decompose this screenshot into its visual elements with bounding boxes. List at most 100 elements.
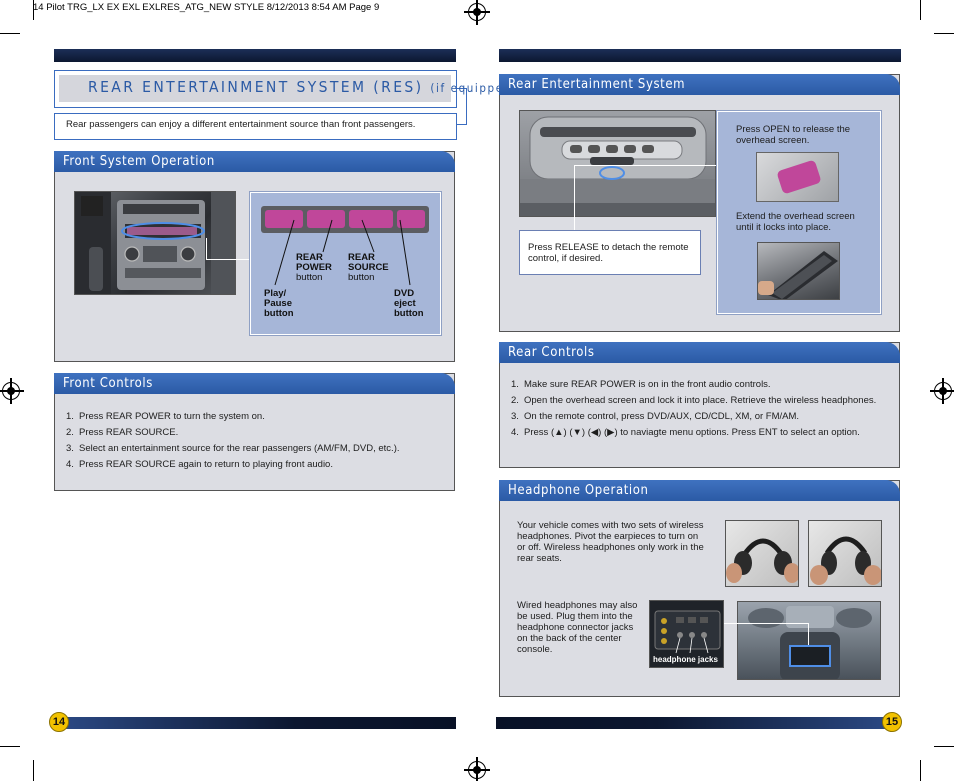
connector-line (724, 623, 808, 624)
list-item: 2. Press REAR SOURCE. (66, 427, 446, 438)
registration-mark (930, 378, 954, 404)
step-text: Press REAR SOURCE. (79, 427, 179, 438)
step-text: Press REAR POWER to turn the system on. (79, 411, 265, 422)
page-title-suffix: (if equipped) (430, 81, 518, 95)
rear-controls-panel (499, 342, 900, 468)
label-rear-source-title: REAR SOURCE (348, 252, 389, 273)
step-text: Open the overhead screen and lock it int… (524, 395, 877, 406)
step-number: 4. (511, 427, 519, 438)
crop-mark (33, 760, 34, 781)
step-number: 1. (511, 379, 519, 390)
list-item: 1. Make sure REAR POWER is on in the fron… (511, 379, 891, 390)
step-text: On the remote control, press DVD/AUX, CD… (524, 411, 800, 422)
dvd-eject-button[interactable] (397, 210, 425, 228)
registration-mark (0, 378, 24, 404)
step-number: 3. (66, 443, 74, 454)
list-item: 1. Press REAR POWER to turn the system on… (66, 411, 446, 422)
label-rear-power-title: REAR POWER (296, 252, 332, 273)
intro-text: Rear passengers can enjoy a different en… (66, 119, 416, 130)
front-controls-heading: Front Controls (54, 373, 455, 394)
overhead-console-illustration (520, 116, 715, 216)
registration-mark (464, 757, 490, 781)
step-number: 2. (511, 395, 519, 406)
arrow-left-icon: (◀) (587, 427, 602, 438)
crop-mark (934, 746, 954, 747)
list-item: 2. Open the overhead screen and lock it i… (511, 395, 891, 406)
center-console-photo (737, 601, 881, 680)
overhead-console-photo (519, 110, 716, 217)
step-number: 1. (66, 411, 74, 422)
label-rear-source-sub: button (348, 272, 375, 283)
step-text: Make sure REAR POWER is on in the front … (524, 379, 771, 390)
rear-controls-list: 1. Make sure REAR POWER is on in the fron… (511, 379, 891, 443)
rear-controls-heading: Rear Controls (499, 342, 900, 363)
rear-power-button[interactable] (307, 210, 345, 228)
arrow-up-icon: (▲) (550, 427, 567, 438)
page-number-right: 15 (882, 712, 902, 732)
play-pause-button[interactable] (265, 210, 303, 228)
headphone-jacks-photo (649, 600, 724, 668)
dashboard-illustration (75, 192, 235, 294)
intro-box (54, 113, 457, 140)
front-system-heading: Front System Operation (54, 151, 455, 172)
headphone-jacks-label: headphone jacks (653, 655, 718, 664)
console-illustration (748, 606, 872, 679)
open-button[interactable] (776, 159, 822, 195)
list-item: 4. Press REAR SOURCE again to return to p… (66, 459, 446, 470)
label-rear-source: REAR SOURCE button (348, 253, 396, 283)
connector-line (574, 165, 718, 166)
page-title: REAR ENTERTAINMENT SYSTEM (RES) (if equi… (88, 78, 517, 96)
left-top-bar (54, 49, 456, 62)
label-rear-power-sub: button (296, 272, 323, 283)
headphone-heading: Headphone Operation (499, 480, 900, 501)
step-text: Select an entertainment source for the r… (79, 443, 400, 454)
wireless-headphones-photo-1 (725, 520, 799, 587)
print-slug: 14 Pilot TRG_LX EX EXL EXLRES_ATG_NEW ST… (33, 2, 380, 13)
arrow-right-icon: (▶) (603, 427, 618, 438)
title-bracket (456, 88, 467, 125)
rear-source-button[interactable] (349, 210, 393, 228)
crop-mark (33, 0, 34, 20)
crop-mark (934, 33, 954, 34)
title-bar (59, 75, 451, 102)
crop-mark (0, 33, 20, 34)
list-item: 4.Press (▲) (▼) (◀) (▶) to naviagte menu… (511, 427, 891, 438)
page-number-left: 14 (49, 712, 69, 732)
crop-mark (0, 746, 20, 747)
arrow-down-icon: (▼) (569, 427, 586, 438)
screen-extend-illustration (758, 251, 838, 299)
title-frame (54, 70, 457, 108)
connector-line (206, 259, 250, 260)
page-title-main: REAR ENTERTAINMENT SYSTEM (RES) (88, 78, 424, 96)
res-heading: Rear Entertainment System (499, 74, 900, 95)
crop-mark (920, 0, 921, 20)
jacks-illustration (654, 610, 721, 654)
right-bottom-bar (496, 717, 898, 729)
step-number: 2. (66, 427, 74, 438)
wireless-text: Your vehicle comes with two sets of wire… (517, 520, 704, 564)
callout-leader-lines (274, 219, 411, 286)
headphones-illustration (726, 538, 798, 583)
step-text: Press REAR SOURCE again to return to pla… (79, 459, 333, 470)
wired-text: Wired headphones may also be used. Plug … (517, 600, 638, 655)
connector-line (206, 238, 207, 260)
open-button-photo (756, 152, 839, 202)
step-text: Press (524, 427, 549, 438)
release-callout (519, 230, 701, 275)
list-item: 3. Select an entertainment source for the… (66, 443, 446, 454)
extend-text: Extend the overhead screen until it lock… (736, 211, 855, 233)
connector-line (574, 165, 575, 230)
right-top-bar (499, 49, 901, 62)
wireless-headphones-photo-2 (808, 520, 882, 587)
step-number: 3. (511, 411, 519, 422)
label-dvd-eject: DVD eject button (394, 288, 424, 319)
left-bottom-bar (54, 717, 456, 729)
screen-extend-photo (757, 242, 840, 300)
label-rear-power: REAR POWER button (296, 253, 338, 283)
open-text: Press OPEN to release the overhead scree… (736, 124, 851, 146)
release-text: Press RELEASE to detach the remote contr… (528, 242, 689, 264)
step-number: 4. (66, 459, 74, 470)
list-item: 3. On the remote control, press DVD/AUX, … (511, 411, 891, 422)
dashboard-photo (74, 191, 236, 295)
front-controls-list: 1. Press REAR POWER to turn the system on… (66, 411, 446, 475)
